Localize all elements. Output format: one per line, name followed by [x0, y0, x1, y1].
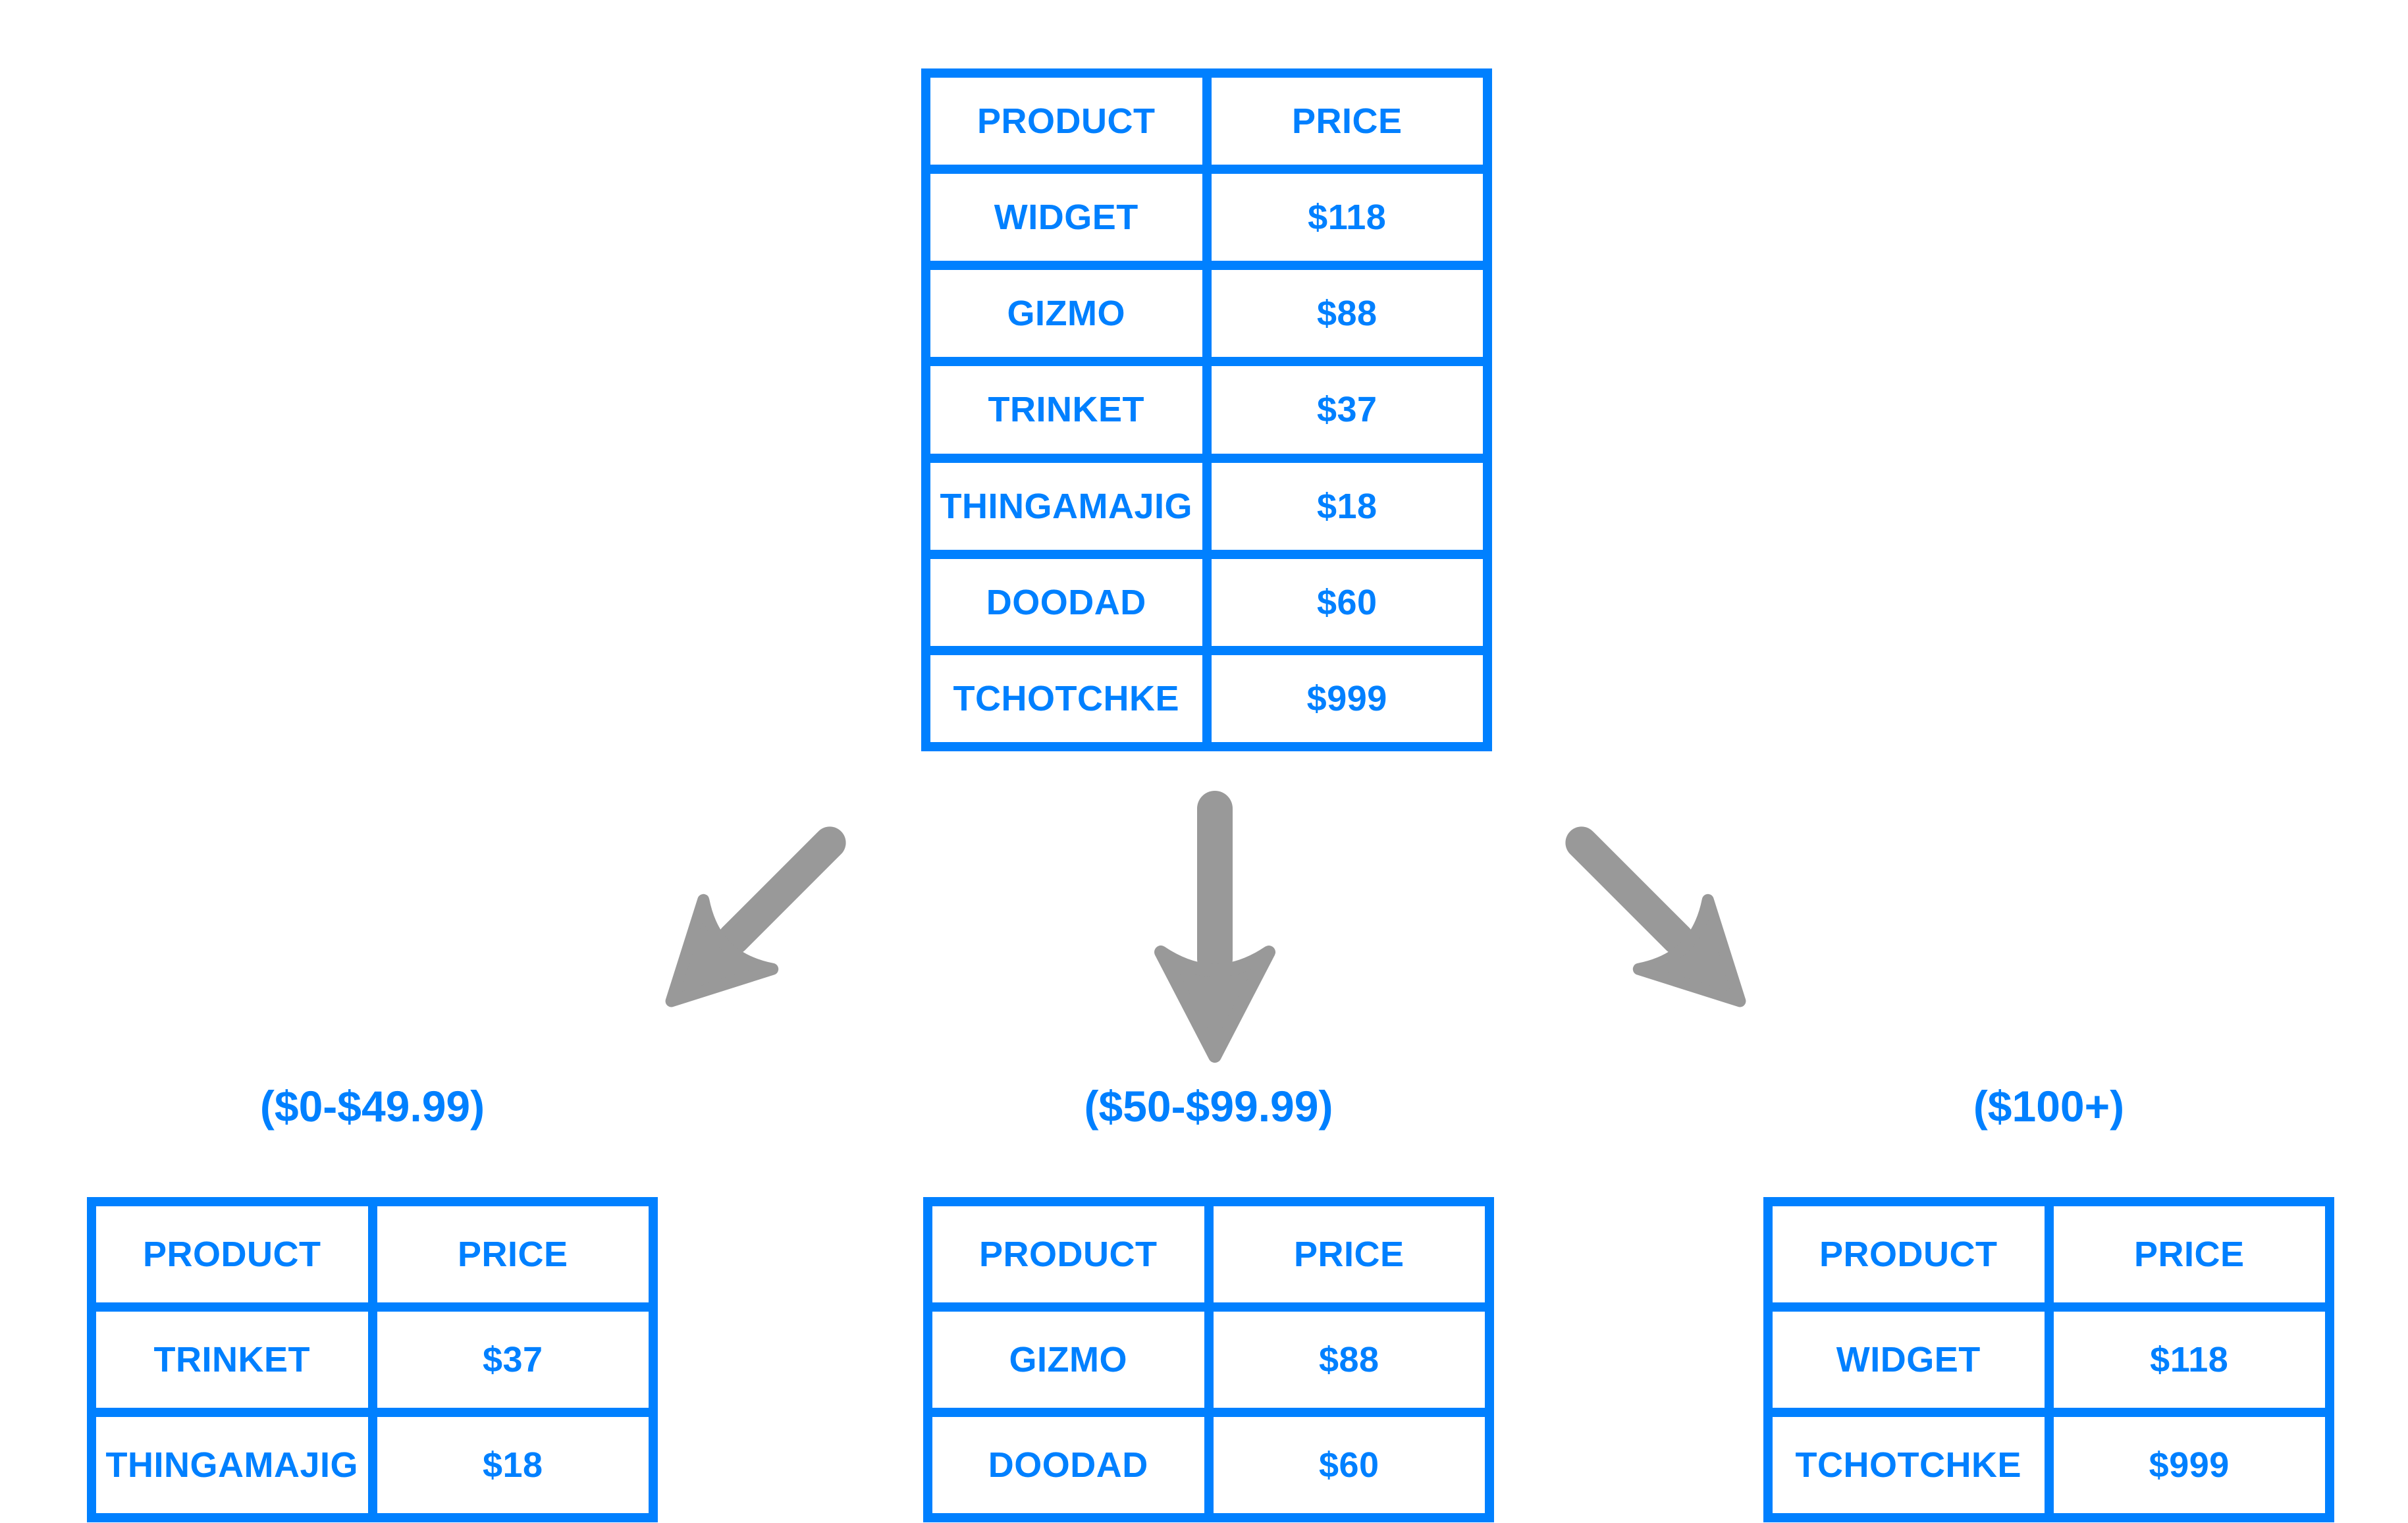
low-cell-price: $18	[377, 1417, 649, 1513]
low-price-table: PRODUCT PRICE TRINKET $37 THINGAMAJIG $1…	[87, 1197, 658, 1522]
low-cell-product: TRINKET	[96, 1312, 368, 1408]
low-header-product: PRODUCT	[96, 1206, 368, 1302]
high-price-table: PRODUCT PRICE WIDGET $118 TCHOTCHKE $999	[1763, 1197, 2334, 1522]
master-header-price: PRICE	[1211, 78, 1483, 165]
low-cell-price: $37	[377, 1312, 649, 1408]
high-cell-price: $999	[2053, 1417, 2325, 1513]
price-range-label-low: ($0-$49.99)	[259, 1082, 485, 1131]
price-range-label-mid: ($50-$99.99)	[1084, 1082, 1333, 1131]
arrow-down-icon	[1154, 791, 1275, 1063]
master-cell-price: $88	[1211, 270, 1483, 358]
master-cell-price: $118	[1211, 174, 1483, 261]
high-header-product: PRODUCT	[1773, 1206, 2045, 1302]
high-cell-product: TCHOTCHKE	[1773, 1417, 2045, 1513]
high-header-price: PRICE	[2053, 1206, 2325, 1302]
master-cell-product: TCHOTCHKE	[930, 655, 1202, 742]
master-cell-product: THINGAMAJIG	[930, 462, 1202, 550]
mid-header-product: PRODUCT	[932, 1206, 1204, 1302]
mid-header-price: PRICE	[1213, 1206, 1485, 1302]
master-cell-price: $37	[1211, 366, 1483, 454]
master-cell-price: $18	[1211, 462, 1483, 550]
price-range-label-high: ($100+)	[1973, 1082, 2125, 1131]
master-cell-price: $999	[1211, 655, 1483, 742]
high-cell-price: $118	[2053, 1312, 2325, 1408]
mid-price-table: PRODUCT PRICE GIZMO $88 DOODAD $60	[923, 1197, 1494, 1522]
master-header-product: PRODUCT	[930, 78, 1202, 165]
master-cell-product: GIZMO	[930, 270, 1202, 358]
master-cell-product: DOODAD	[930, 558, 1202, 646]
mid-cell-product: GIZMO	[932, 1312, 1204, 1408]
master-cell-price: $60	[1211, 558, 1483, 646]
low-cell-product: THINGAMAJIG	[96, 1417, 368, 1513]
master-cell-product: WIDGET	[930, 174, 1202, 261]
high-cell-product: WIDGET	[1773, 1312, 2045, 1408]
low-header-price: PRICE	[377, 1206, 649, 1302]
mid-cell-price: $60	[1213, 1417, 1485, 1513]
arrow-down-left-icon	[665, 826, 846, 1007]
master-cell-product: TRINKET	[930, 366, 1202, 454]
mid-cell-price: $88	[1213, 1312, 1485, 1408]
arrow-down-right-icon	[1565, 826, 1746, 1007]
mid-cell-product: DOODAD	[932, 1417, 1204, 1513]
master-price-table: PRODUCT PRICE WIDGET $118 GIZMO $88 TRIN…	[921, 68, 1492, 751]
